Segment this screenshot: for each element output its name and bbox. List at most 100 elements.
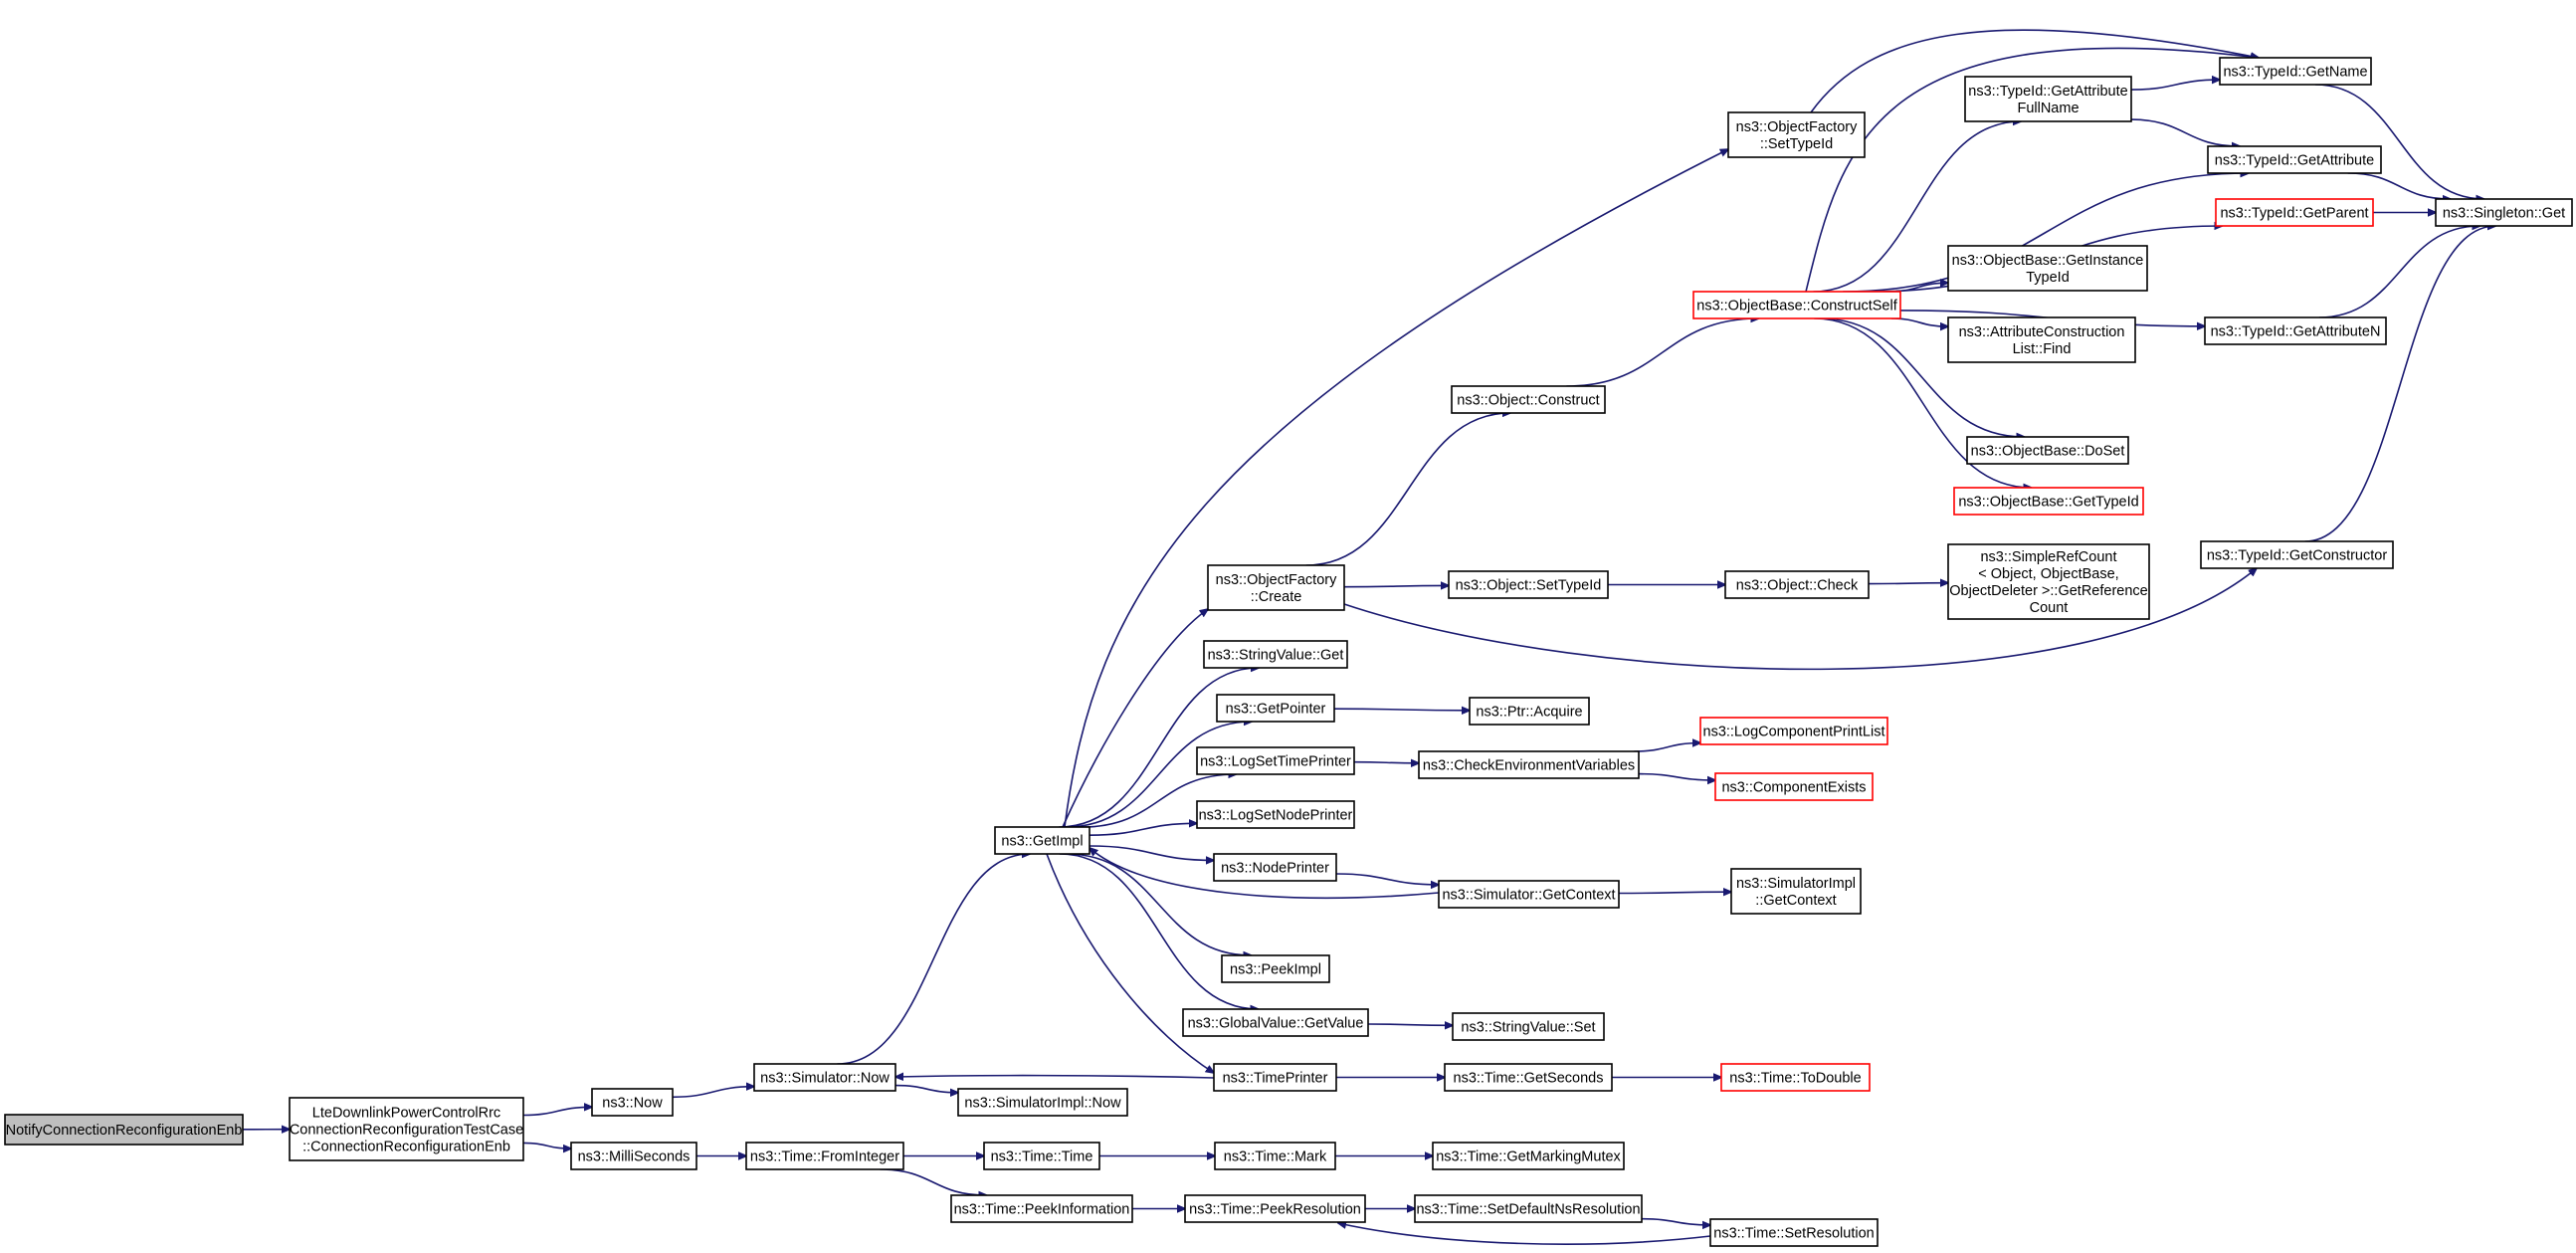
node-label-line: ns3::SimulatorImpl::Now [964, 1096, 1121, 1112]
node-logSetTimePrinter[interactable]: ns3::LogSetTimePrinter [1196, 746, 1355, 775]
node-label-line: ns3::ObjectBase::DoSet [1971, 444, 2125, 460]
node-simpleRefCount[interactable]: ns3::SimpleRefCount< Object, ObjectBase,… [1947, 543, 2150, 620]
node-typeIdGetAttribute[interactable]: ns3::TypeId::GetAttribute [2207, 145, 2382, 174]
node-box [1953, 487, 2144, 516]
node-box [2435, 198, 2573, 227]
node-timePrinter[interactable]: ns3::TimePrinter [1213, 1063, 1337, 1092]
call-edge-checkEnvVars-to-componentExists [1638, 772, 1715, 780]
node-timeSetResolution[interactable]: ns3::Time::SetResolution [1709, 1218, 1879, 1247]
node-milliSeconds[interactable]: ns3::MilliSeconds [570, 1142, 697, 1170]
node-setDefaultNsRes[interactable]: ns3::Time::SetDefaultNsResolution [1414, 1194, 1643, 1223]
node-constructSelf[interactable]: ns3::ObjectBase::ConstructSelf [1692, 291, 1901, 319]
node-peekImpl[interactable]: ns3::PeekImpl [1221, 954, 1330, 983]
call-edge-getImpl-to-logSetTimePrinter [1082, 774, 1236, 828]
node-timeGetSeconds[interactable]: ns3::Time::GetSeconds [1444, 1063, 1613, 1092]
call-edge-lteDl-to-now [522, 1107, 592, 1117]
node-singletonGet[interactable]: ns3::Singleton::Get [2435, 198, 2573, 227]
node-label-line: ns3::Time::GetSeconds [1454, 1071, 1604, 1087]
node-timeTime[interactable]: ns3::Time::Time [983, 1142, 1100, 1170]
node-label-line: ns3::TypeId::GetAttributeN [2211, 324, 2381, 340]
node-notify[interactable]: NotifyConnectionReconfigurationEnb [4, 1114, 244, 1146]
node-objFactCreate[interactable]: ns3::ObjectFactory::Create [1207, 564, 1345, 611]
node-box [2200, 540, 2394, 569]
node-fromInteger[interactable]: ns3::Time::FromInteger [745, 1142, 904, 1170]
node-simGetContext[interactable]: ns3::Simulator::GetContext [1438, 880, 1620, 909]
node-stringValueSet[interactable]: ns3::StringValue::Set [1452, 1012, 1605, 1041]
call-edge-typeIdGetAttrFullName-to-typeIdGetAttribute [2130, 118, 2240, 146]
node-getMarkingMutex[interactable]: ns3::Time::GetMarkingMutex [1432, 1142, 1625, 1170]
node-label-line: ConnectionReconfigurationTestCase [290, 1123, 523, 1139]
node-ptrAcquire[interactable]: ns3::Ptr::Acquire [1469, 697, 1590, 726]
node-objectSetTypeId[interactable]: ns3::Object::SetTypeId [1448, 570, 1609, 599]
node-peekResolution[interactable]: ns3::Time::PeekResolution [1184, 1194, 1366, 1223]
node-simImplNow[interactable]: ns3::SimulatorImpl::Now [957, 1088, 1128, 1117]
node-box [1414, 1194, 1643, 1223]
node-timeToDouble[interactable]: ns3::Time::ToDouble [1720, 1063, 1871, 1092]
node-box [1730, 868, 1862, 915]
node-label-line: ns3::TypeId::GetAttribute [1968, 84, 2127, 100]
call-edge-getImpl-to-timePrinter [1046, 853, 1214, 1073]
node-label-line: ns3::TimePrinter [1223, 1071, 1328, 1087]
node-objectBaseDoSet[interactable]: ns3::ObjectBase::DoSet [1966, 436, 2129, 465]
node-label-line: ns3::PeekImpl [1230, 962, 1321, 978]
node-label-line: ns3::Time::FromInteger [750, 1149, 899, 1165]
node-box [2215, 198, 2374, 227]
node-simNow[interactable]: ns3::Simulator::Now [753, 1063, 896, 1092]
node-now[interactable]: ns3::Now [591, 1088, 674, 1117]
node-box [570, 1142, 697, 1170]
node-label-line: LteDownlinkPowerControlRrc [312, 1106, 500, 1122]
node-box [1182, 1008, 1369, 1037]
node-componentExists[interactable]: ns3::ComponentExists [1714, 772, 1874, 801]
node-box [1213, 853, 1337, 882]
call-edge-constructSelf-to-attrConstructionListFind [1890, 317, 1948, 326]
node-objectCheck[interactable]: ns3::Object::Check [1724, 570, 1870, 599]
node-objectConstruct[interactable]: ns3::Object::Construct [1451, 385, 1606, 414]
node-typeIdGetConstructor[interactable]: ns3::TypeId::GetConstructor [2200, 540, 2394, 569]
node-box [1438, 880, 1620, 909]
node-simImplGetContext[interactable]: ns3::SimulatorImpl::GetContext [1730, 868, 1862, 915]
node-box [745, 1142, 904, 1170]
node-logComponentPrintList[interactable]: ns3::LogComponentPrintList [1699, 717, 1888, 745]
node-box [1964, 76, 2132, 122]
call-edge-timeSetResolution-to-peekResolution [1338, 1223, 1711, 1245]
node-timeMark[interactable]: ns3::Time::Mark [1214, 1142, 1336, 1170]
node-label-line: ns3::Time::GetMarkingMutex [1436, 1149, 1621, 1165]
node-label-line: ns3::Time::Time [991, 1149, 1093, 1165]
node-label-line: ns3::StringValue::Set [1461, 1020, 1595, 1036]
call-edge-simNow-to-getImpl [837, 854, 1030, 1065]
call-edge-objFactCreate-to-objectSetTypeId [1343, 585, 1449, 586]
node-logSetNodePrinter[interactable]: ns3::LogSetNodePrinter [1196, 800, 1355, 829]
call-edge-checkEnvVars-to-logComponentPrintList [1634, 743, 1700, 752]
node-objFactSetTypeId[interactable]: ns3::ObjectFactory::SetTypeId [1727, 111, 1866, 158]
call-edge-constructSelf-to-typeIdGetName [1805, 47, 2259, 293]
node-label-line: ObjectDeleter >::GetReference [1949, 583, 2147, 599]
node-objectBaseGetTypeId[interactable]: ns3::ObjectBase::GetTypeId [1953, 487, 2144, 516]
node-typeIdGetParent[interactable]: ns3::TypeId::GetParent [2215, 198, 2374, 227]
node-nodePrinter[interactable]: ns3::NodePrinter [1213, 853, 1337, 882]
call-edge-getImpl-to-logSetNodePrinter [1089, 823, 1197, 836]
node-label-line: ns3::ObjectBase::ConstructSelf [1696, 299, 1897, 314]
node-getImpl[interactable]: ns3::GetImpl [994, 826, 1090, 855]
node-lteDl[interactable]: LteDownlinkPowerControlRrcConnectionReco… [289, 1097, 524, 1161]
node-label-line: FullName [2017, 101, 2079, 116]
node-stringValueGet[interactable]: ns3::StringValue::Get [1203, 640, 1348, 669]
call-edge-getImpl-to-objFactSetTypeId [1064, 149, 1728, 828]
call-edge-typeIdGetAttrFullName-to-typeIdGetName [2130, 80, 2220, 91]
node-label-line: < Object, ObjectBase, [1978, 566, 2118, 582]
node-globalValueGetValue[interactable]: ns3::GlobalValue::GetValue [1182, 1008, 1369, 1037]
node-typeIdGetName[interactable]: ns3::TypeId::GetName [2219, 57, 2372, 86]
node-peekInfo[interactable]: ns3::Time::PeekInformation [950, 1194, 1133, 1223]
node-box [1451, 385, 1606, 414]
node-label-line: ns3::GetPointer [1226, 702, 1326, 718]
call-edge-objectCheck-to-simpleRefCount [1868, 583, 1948, 584]
node-checkEnvVars[interactable]: ns3::CheckEnvironmentVariables [1418, 750, 1640, 779]
node-getPointer[interactable]: ns3::GetPointer [1216, 694, 1335, 723]
call-edge-simNow-to-simImplNow [894, 1084, 958, 1093]
node-label-line: Count [2030, 600, 2069, 616]
node-box [1947, 245, 2148, 292]
node-typeIdGetAttributeN[interactable]: ns3::TypeId::GetAttributeN [2204, 316, 2387, 345]
